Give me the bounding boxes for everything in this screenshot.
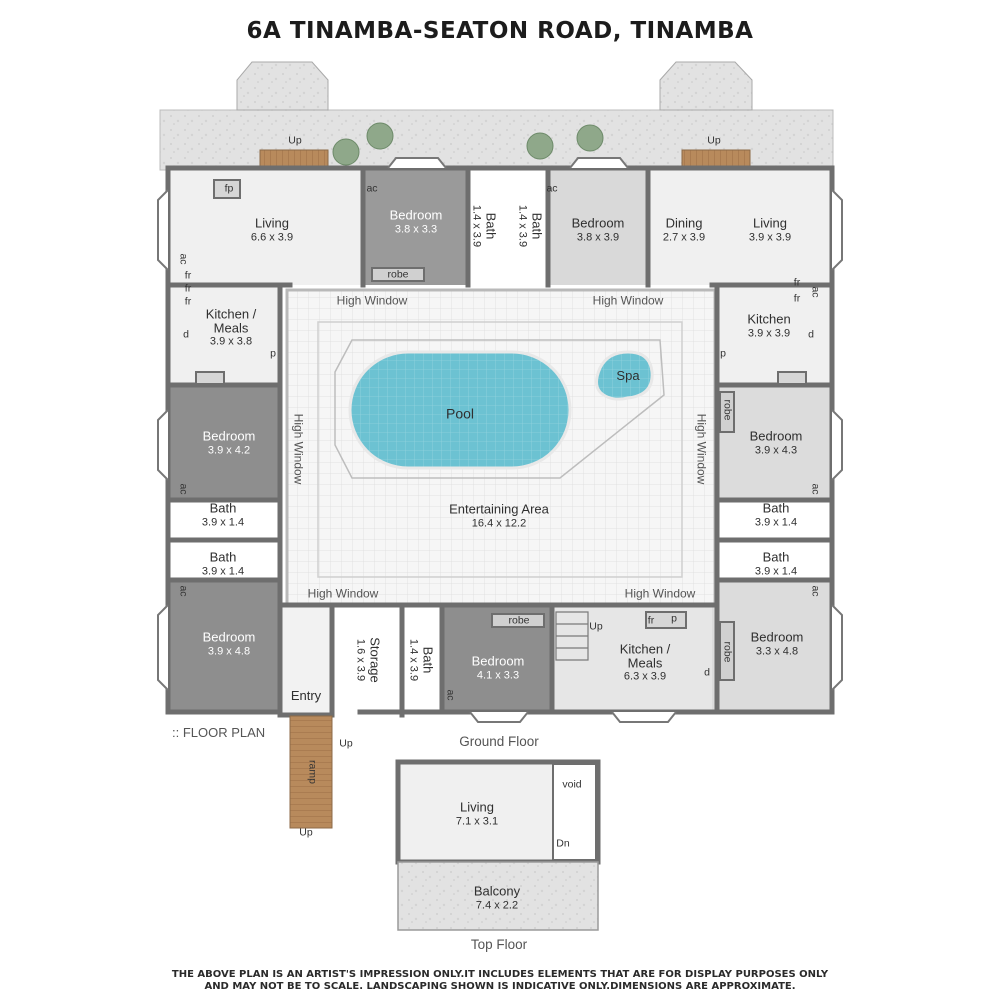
ground-floor-label: Ground Floor [459, 733, 539, 749]
pantry-label: p [270, 347, 276, 360]
up-label: Up [339, 737, 353, 750]
high-window-label: High Window [336, 293, 408, 308]
courtyard [285, 288, 717, 607]
pantry-label: p [720, 347, 726, 360]
disclaimer: THE ABOVE PLAN IS AN ARTIST'S IMPRESSION… [0, 969, 1000, 992]
high-window-label: High Window [307, 586, 379, 601]
ac-label: ac [177, 253, 190, 265]
up-label: Up [299, 826, 313, 839]
plants [332, 122, 604, 166]
fridge-label: fr [793, 292, 801, 305]
high-window-label: High Window [291, 413, 306, 485]
top-floor-label: Top Floor [470, 936, 528, 952]
dishwasher-label: d [704, 666, 710, 679]
fridge-label: fr [184, 269, 192, 282]
up-label: Up [589, 620, 603, 633]
dishwasher-label: d [183, 328, 189, 341]
pantry-label: p [671, 612, 677, 625]
robe-label: robe [387, 268, 409, 281]
entry-ramp [289, 715, 333, 829]
ac-label: ac [444, 689, 457, 701]
robe-label: robe [721, 399, 734, 421]
ac-label: ac [809, 585, 822, 597]
void-label: void [562, 778, 582, 791]
disclaimer-line: AND MAY NOT BE TO SCALE. LANDSCAPING SHO… [204, 980, 796, 992]
robe-label: robe [508, 614, 530, 627]
high-window-label: High Window [694, 413, 709, 485]
high-window-label: High Window [592, 293, 664, 308]
robe-label: robe [721, 641, 734, 663]
dn-label: Dn [556, 837, 570, 850]
ac-label: ac [366, 182, 378, 195]
room-pool: Pool [445, 405, 475, 422]
top-floor [395, 759, 601, 931]
ac-label: ac [177, 585, 190, 597]
ac-label: ac [546, 182, 558, 195]
ac-label: ac [809, 286, 822, 298]
high-window-label: High Window [624, 586, 696, 601]
up-label: Up [288, 134, 302, 147]
thin-walls [195, 179, 807, 681]
page-title: 6A TINAMBA-SEATON ROAD, TINAMBA [246, 18, 754, 44]
disclaimer-line: THE ABOVE PLAN IS AN ARTIST'S IMPRESSION… [171, 969, 829, 980]
floor-plan-label: :: FLOOR PLAN [172, 725, 266, 740]
room-entry: Entry [290, 688, 322, 704]
fireplace-label: fp [224, 182, 234, 195]
dishwasher-label: d [808, 328, 814, 341]
room-spa: Spa [616, 368, 640, 384]
up-label: Up [707, 134, 721, 147]
ramp-label: ramp [306, 760, 319, 784]
fridge-label: fr [184, 295, 192, 308]
north-paving [159, 61, 834, 171]
ac-label: ac [177, 483, 190, 495]
fridge-label: fr [184, 282, 192, 295]
bay-windows [157, 157, 843, 723]
ground-floor-rooms [170, 170, 830, 715]
fridge-label: fr [793, 276, 801, 289]
ac-label: ac [809, 483, 822, 495]
fridge-label: fr [647, 614, 655, 627]
